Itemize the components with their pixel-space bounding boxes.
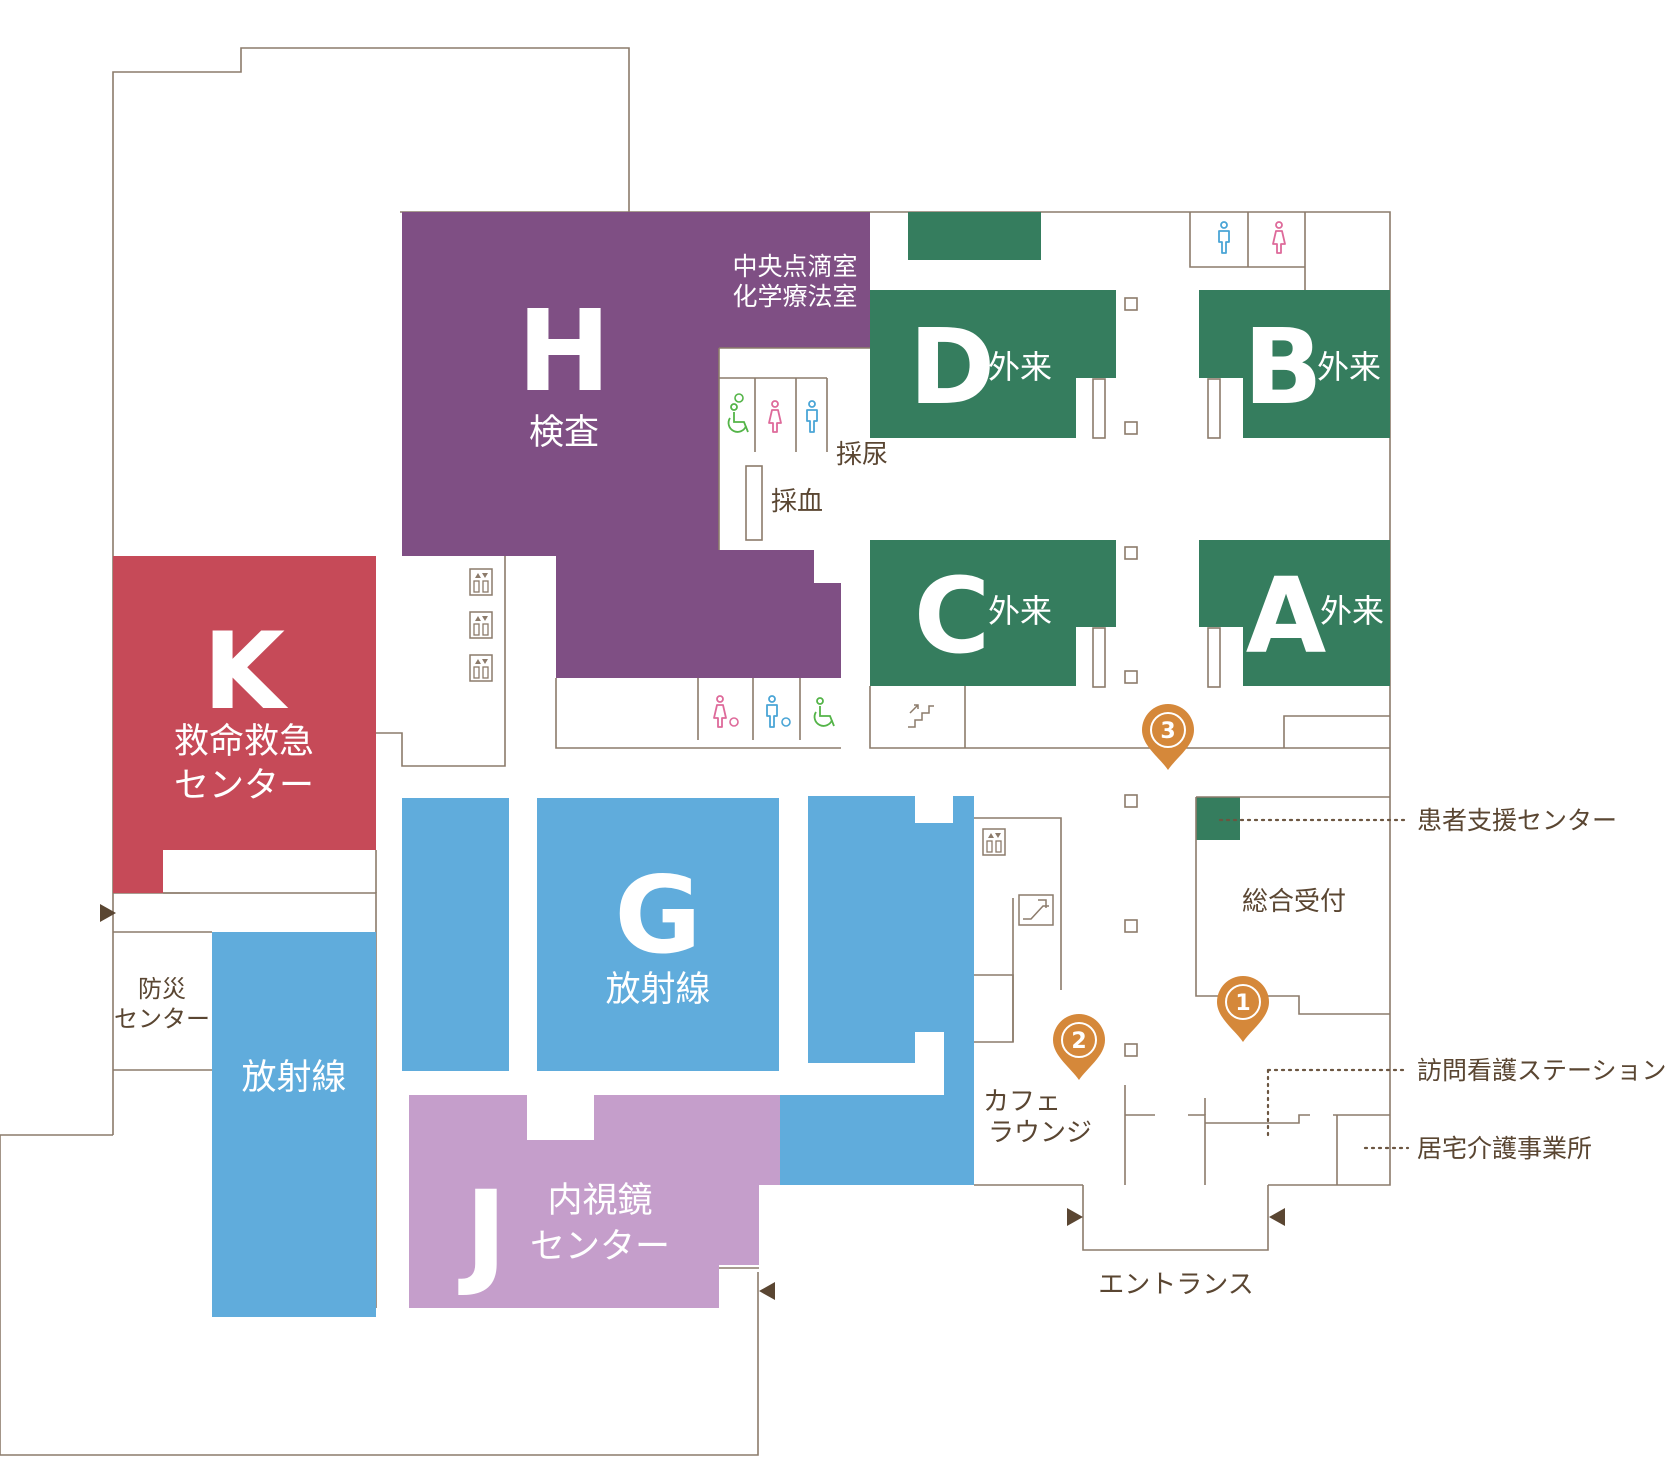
block-g-name: 放射線 [605,970,710,1010]
block-b-name: 外来 [1317,348,1381,386]
accessible-restroom-icon[interactable] [813,697,835,727]
accessible-restroom-icon[interactable] [727,403,749,433]
room-green-top[interactable] [908,212,1041,260]
svg-text:2: 2 [1071,1029,1086,1054]
svg-text:3: 3 [1160,719,1175,744]
room-cafe-line1: カフェ [983,1087,1061,1117]
block-b-letter: B [1243,306,1322,428]
womens-restroom-icon[interactable] [1272,221,1286,254]
block-j-endoscopy[interactable] [409,1095,780,1308]
block-radiology-west-name: 放射線 [241,1058,346,1098]
baby-care-icon [781,717,791,727]
room-iv-chemotherapy[interactable] [719,212,870,348]
block-g-letter: G [614,854,701,977]
block-radiology-small[interactable] [402,798,509,1071]
block-h-name: 検査 [529,413,599,453]
block-a-outpatient[interactable] [1199,540,1390,686]
entrance-arrow-icon [1269,1208,1285,1226]
mens-restroom-icon[interactable] [766,695,778,728]
block-k-name-line2: センター [174,766,314,806]
location-pin-3[interactable]: 3 [1141,703,1195,771]
room-disaster-line2: センター [114,1005,210,1033]
stairs-icon[interactable] [908,704,934,728]
block-c-letter: C [914,555,990,677]
location-pin-1[interactable]: 1 [1216,975,1270,1043]
block-j-name-line2: センター [530,1227,670,1267]
block-k-letter: K [203,610,289,733]
room-iv-line1: 中央点滴室 [732,252,857,281]
room-blood-label: 採血 [771,487,823,517]
block-a-name: 外来 [1320,592,1384,630]
room-iv-line2: 化学療法室 [732,282,857,311]
escalator-icon[interactable] [1018,894,1054,926]
elevator-icon[interactable] [469,611,493,639]
block-c-outpatient[interactable] [870,540,1116,686]
block-k-name-line1: 救命救急 [174,722,314,762]
womens-restroom-icon[interactable] [768,400,782,433]
block-radiology-east[interactable] [780,796,974,1185]
block-k-emergency[interactable] [113,556,376,893]
room-reception-label: 総合受付 [1242,887,1346,917]
mens-restroom-icon[interactable] [1218,221,1230,254]
elevator-icon[interactable] [469,654,493,682]
womens-restroom-icon[interactable] [713,695,727,728]
callout-patient-support: 患者支援センター [1417,806,1617,835]
block-h-examination[interactable] [402,212,841,678]
block-a-letter: A [1246,555,1327,677]
svg-text:1: 1 [1235,991,1250,1016]
ostomate-icon [734,393,744,403]
entrance-arrow-icon [759,1282,775,1300]
block-d-letter: D [909,306,995,428]
block-b-outpatient[interactable] [1199,290,1390,438]
entrance-label: エントランス [1098,1270,1253,1300]
callout-home-care: 居宅介護事業所 [1417,1134,1592,1163]
elevator-icon[interactable] [982,828,1006,856]
block-j-name-line1: 内視鏡 [547,1181,652,1221]
block-radiology-west[interactable] [212,932,376,1317]
baby-care-icon [729,717,739,727]
elevator-icon[interactable] [469,568,493,596]
callout-home-nursing: 訪問看護ステーション [1417,1056,1667,1085]
mens-restroom-icon[interactable] [806,400,818,433]
entrance-arrow-icon [100,904,116,922]
room-urine-label: 採尿 [836,440,888,470]
block-j-letter: J [458,1166,507,1299]
block-d-name: 外来 [988,348,1052,386]
location-pin-2[interactable]: 2 [1052,1013,1106,1081]
room-disaster-line1: 防災 [138,975,186,1003]
room-patient-support[interactable] [1196,797,1240,840]
block-g-radiology[interactable] [537,798,779,1071]
block-c-name: 外来 [988,592,1052,630]
block-h-letter: H [517,287,611,417]
block-d-outpatient[interactable] [870,290,1116,438]
room-cafe-line2: ラウンジ [988,1118,1092,1148]
entrance-arrow-icon [1067,1208,1083,1226]
